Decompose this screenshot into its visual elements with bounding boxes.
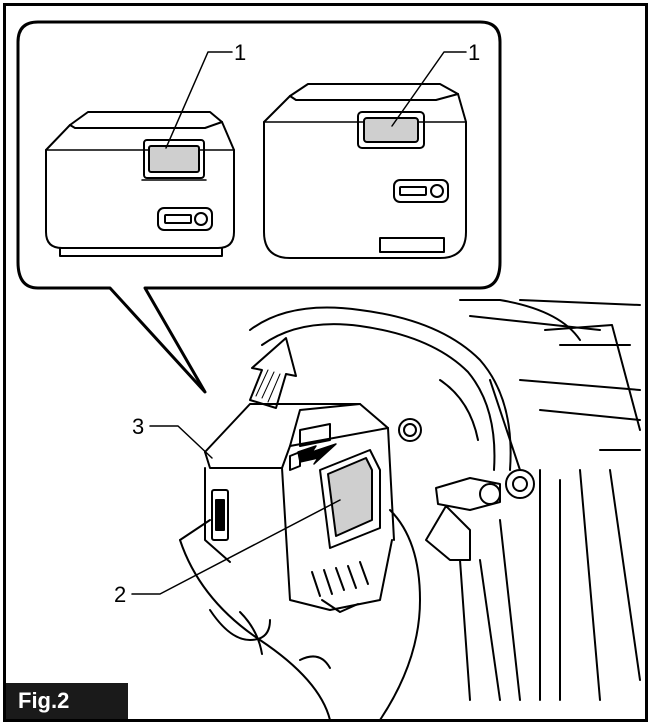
- tool-body-drawing: [249, 299, 641, 701]
- installed-battery-drawing: [204, 403, 395, 613]
- small-battery-drawing: [45, 111, 235, 257]
- callout-2: 2: [114, 582, 126, 607]
- tool-grip-drawing: [179, 509, 421, 721]
- leader-line-1-right: [391, 51, 467, 127]
- callout-3: 3: [132, 414, 144, 439]
- leader-line-3: [149, 425, 213, 459]
- inset-bubble: [16, 20, 502, 394]
- leader-line-1-left: [165, 51, 233, 149]
- leader-line-2: [131, 499, 341, 595]
- press-arrow: [297, 443, 337, 465]
- figure-label: Fig.2: [6, 683, 128, 719]
- callout-1-left: 1: [234, 40, 246, 65]
- large-battery-drawing: [263, 83, 467, 259]
- removal-up-arrow: [249, 337, 297, 409]
- callout-1-right: 1: [468, 40, 480, 65]
